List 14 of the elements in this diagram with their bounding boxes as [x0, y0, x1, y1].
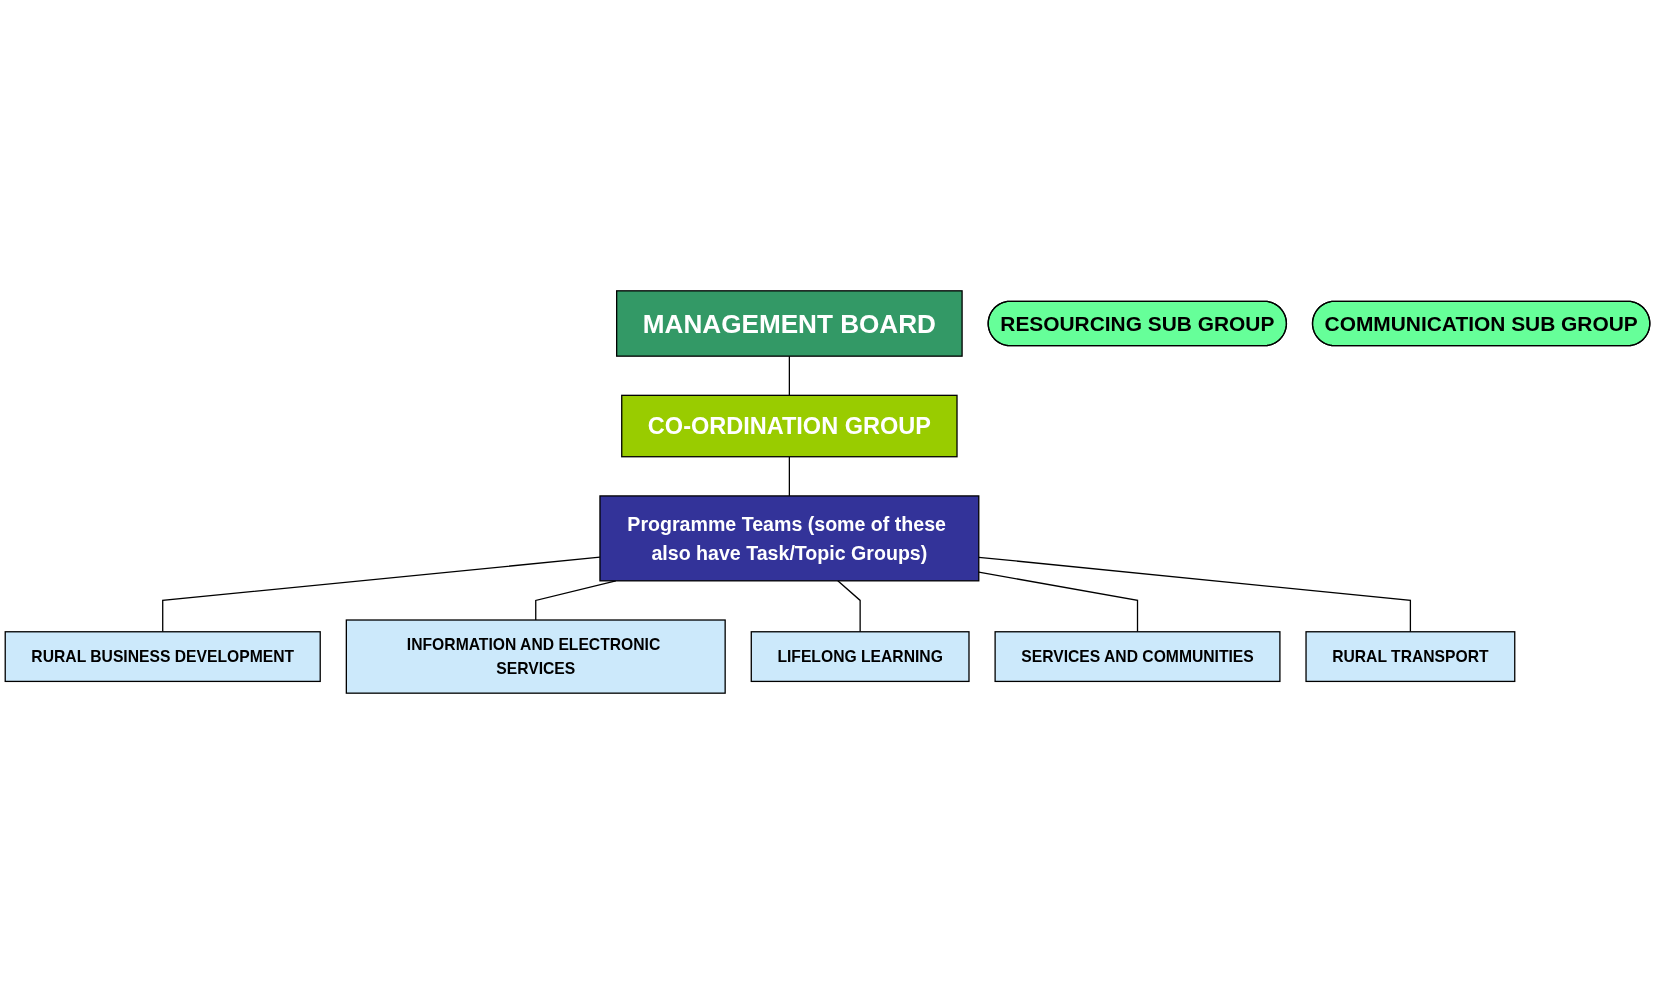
node-box: LIFELONG LEARNING — [750, 631, 970, 683]
connector — [788, 355, 791, 396]
node-box: RURAL TRANSPORT — [1305, 631, 1516, 683]
node-box: Programme Teams (some of these also have Task/Topic Groups) — [599, 495, 980, 582]
connector — [788, 456, 791, 497]
node-box: MANAGEMENT BOARD — [616, 290, 963, 357]
connector — [837, 580, 861, 633]
connector — [978, 571, 1139, 633]
node-box: SERVICES AND COMMUNITIES — [994, 631, 1281, 683]
connector — [535, 580, 617, 621]
connector — [978, 556, 1412, 633]
node-box: RURAL BUSINESS DEVELOPMENT — [4, 631, 321, 683]
node-box: CO-ORDINATION GROUP — [621, 394, 958, 458]
node-box: INFORMATION AND ELECTRONIC SERVICES — [345, 619, 726, 694]
